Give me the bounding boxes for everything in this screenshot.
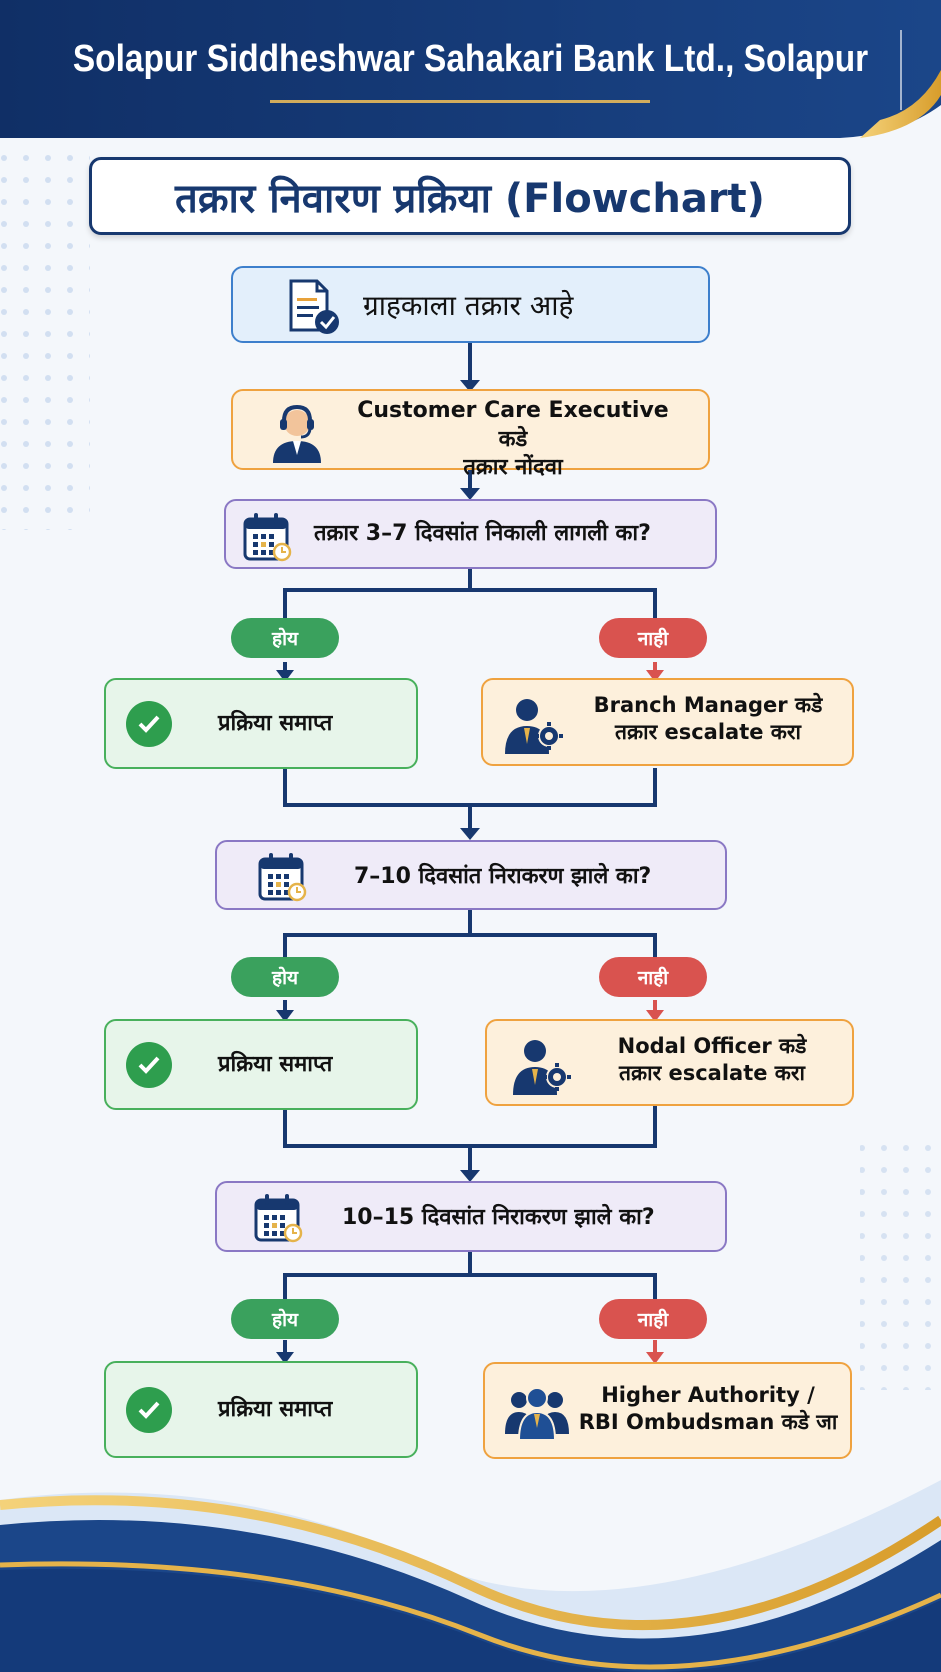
no-badge-2: नाही [599,957,707,997]
escalation-node-3: Higher Authority / RBI Ombudsman कडे जा [483,1362,852,1459]
page-title-box: तक्रार निवारण प्रक्रिया (Flowchart) [89,157,851,235]
header-banner: Solapur Siddheshwar Sahakari Bank Ltd., … [0,0,941,140]
end-label-3: प्रक्रिया समाप्त [218,1397,333,1422]
question-node-1: तक्रार 3–7 दिवसांत निकाली लागली का? [224,499,717,569]
customer-care-line2: तक्रार नोंदवा [463,455,563,481]
manager-gear-icon [513,1040,571,1095]
question-2-label: 7–10 दिवसांत निराकरण झाले का? [354,864,652,889]
escalation-node-1: Branch Manager कडे तक्रार escalate करा [481,678,854,766]
question-node-2: 7–10 दिवसांत निराकरण झाले का? [215,840,727,910]
escalation-3-line1: Higher Authority / [601,1383,815,1407]
escalation-2-text: Nodal Officer कडे तक्रार escalate करा [577,1033,847,1088]
start-label: ग्राहकाला तक्रार आहे [363,289,574,322]
calendar-icon [243,513,292,562]
no-badge-1: नाही [599,618,707,658]
start-node: ग्राहकाला तक्रार आहे [231,266,710,343]
yes-badge-3: होय [231,1299,339,1339]
calendar-icon [254,1194,303,1243]
headset-agent-icon [273,404,321,463]
customer-care-node: Customer Care Executive कडे तक्रार नोंदव… [231,389,710,480]
escalation-2-line1: Nodal Officer कडे [617,1034,807,1058]
check-circle-icon [126,1042,172,1088]
escalation-3-text: Higher Authority / RBI Ombudsman कडे जा [573,1382,843,1437]
escalation-1-line2: तक्रार escalate करा [615,720,801,745]
yes-badge-2: होय [231,957,339,997]
manager-gear-icon [505,699,563,754]
end-label-2: प्रक्रिया समाप्त [218,1052,333,1077]
escalation-3-line2: RBI Ombudsman कडे जा [578,1410,838,1435]
escalation-2-line2: तक्रार escalate करा [619,1061,805,1086]
yes-badge-1: होय [231,618,339,658]
check-circle-icon [126,1387,172,1433]
end-node-1: प्रक्रिया समाप्त [104,678,418,769]
customer-care-text: Customer Care Executive कडे तक्रार नोंदव… [343,397,683,483]
end-node-2: प्रक्रिया समाप्त [104,1019,418,1110]
customer-care-line1: Customer Care Executive कडे [357,398,669,452]
bank-name: Solapur Siddheshwar Sahakari Bank Ltd., … [72,38,869,80]
check-circle-icon [126,701,172,747]
question-node-3: 10–15 दिवसांत निराकरण झाले का? [215,1181,727,1252]
document-check-icon [289,279,339,334]
end-node-3: प्रक्रिया समाप्त [104,1361,418,1458]
end-label-1: प्रक्रिया समाप्त [218,711,333,736]
page-title: तक्रार निवारण प्रक्रिया (Flowchart) [175,175,765,222]
group-people-icon [505,1387,569,1440]
escalation-node-2: Nodal Officer कडे तक्रार escalate करा [485,1019,854,1106]
question-3-label: 10–15 दिवसांत निराकरण झाले का? [342,1205,655,1230]
question-1-label: तक्रार 3–7 दिवसांत निकाली लागली का? [314,521,651,546]
escalation-1-line1: Branch Manager कडे [593,693,823,717]
calendar-icon [258,853,307,902]
escalation-1-text: Branch Manager कडे तक्रार escalate करा [573,692,843,747]
no-badge-3: नाही [599,1299,707,1339]
